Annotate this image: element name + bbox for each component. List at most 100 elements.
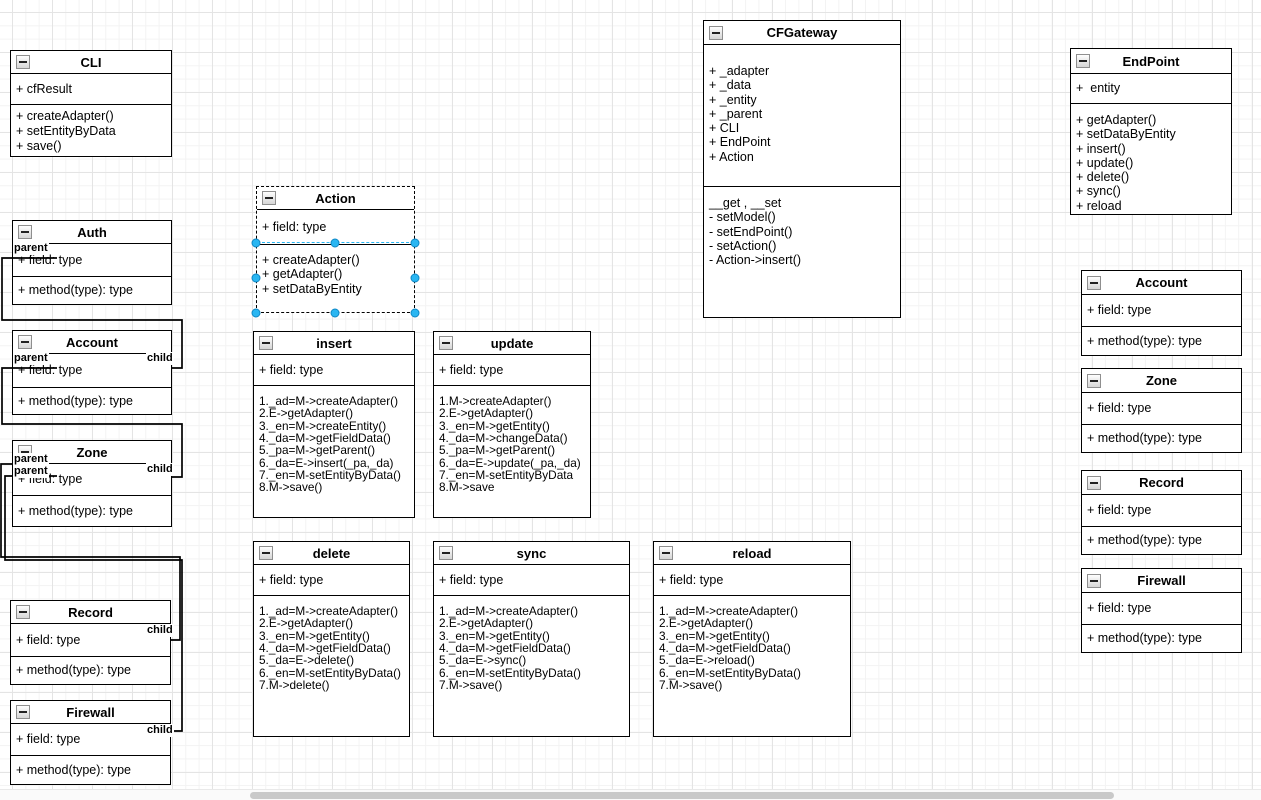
collapse-icon[interactable] [262, 191, 276, 205]
edge-label-child[interactable]: child [146, 352, 174, 365]
step-row: 1._ad=M->createAdapter() [659, 604, 799, 618]
method-row: + save() [16, 139, 62, 153]
edge-label-parent[interactable]: parent [13, 352, 49, 365]
class-box-zone-right[interactable]: Zone + field: type + method(type): type [1081, 368, 1242, 453]
collapse-icon[interactable] [1087, 573, 1101, 588]
edge-label-parent[interactable]: parent [13, 465, 49, 478]
class-box-insert[interactable]: insert + field: type 1._ad=M->createAdap… [253, 331, 415, 518]
class-title: Account [1135, 275, 1188, 290]
class-box-cfgateway[interactable]: CFGateway + _adapter+ _data+ _entity+ _p… [703, 20, 901, 318]
class-box-record-right[interactable]: Record + field: type + method(type): typ… [1081, 470, 1242, 555]
attribute-row: + _data [709, 78, 752, 93]
edge-label-child[interactable]: child [146, 463, 174, 476]
class-title: insert [316, 335, 352, 351]
method-row: + method(type): type [16, 663, 131, 677]
class-title: Action [315, 190, 356, 206]
attributes-compartment: + field: type [434, 565, 629, 595]
class-box-account-right[interactable]: Account + field: type + method(type): ty… [1081, 270, 1242, 356]
step-row: 3._en=M->getEntity() [259, 628, 370, 643]
step-row: 6._en=M-setEntityByData() [659, 665, 801, 680]
step-row: 8.M->save() [259, 480, 323, 495]
scrollbar-thumb[interactable] [250, 792, 1114, 799]
collapse-icon[interactable] [18, 225, 32, 239]
collapse-icon[interactable] [1087, 475, 1101, 490]
class-box-firewall-left[interactable]: Firewall + field: type + method(type): t… [10, 700, 171, 785]
edge-label-child[interactable]: child [146, 624, 174, 637]
collapse-icon[interactable] [259, 336, 273, 350]
attributes-compartment: + entity [1071, 74, 1231, 103]
step-row: 4._da=M->getFieldData() [439, 641, 571, 656]
methods-compartment[interactable]: + createAdapter()+ getAdapter()+ setData… [257, 244, 414, 312]
attribute-row: + field: type [259, 362, 324, 377]
class-title: CFGateway [766, 25, 838, 40]
horizontal-scrollbar[interactable] [0, 789, 1261, 800]
attributes-compartment: + field: type [1082, 393, 1241, 424]
collapse-icon[interactable] [16, 605, 30, 619]
class-title: Zone [1145, 373, 1178, 388]
class-box-endpoint[interactable]: EndPoint + entity + getAdapter()+ setDat… [1070, 48, 1232, 215]
class-box-action[interactable]: Action + field: type + createAdapter()+ … [256, 186, 415, 313]
step-row: 3._en=M->getEntity() [659, 628, 770, 643]
step-row: 4._da=M->getFieldData() [259, 431, 391, 446]
method-row: - setEndPoint() [709, 224, 793, 239]
selection-handle[interactable] [410, 273, 420, 283]
class-box-record-left[interactable]: Record + field: type + method(type): typ… [10, 600, 171, 685]
method-row: + update() [1076, 155, 1134, 170]
selection-handle[interactable] [330, 308, 340, 318]
class-title: CLI [80, 54, 102, 70]
step-row: 1._ad=M->createAdapter() [439, 604, 579, 618]
collapse-icon[interactable] [16, 705, 30, 719]
method-row: + method(type): type [18, 503, 133, 518]
edge-label-child[interactable]: child [146, 724, 174, 737]
collapse-icon[interactable] [259, 546, 273, 560]
selection-handle[interactable] [251, 238, 261, 248]
collapse-icon[interactable] [1087, 373, 1101, 388]
collapse-icon[interactable] [659, 546, 673, 560]
collapse-icon[interactable] [1076, 54, 1090, 68]
class-title: Auth [77, 224, 107, 240]
selection-handle[interactable] [251, 273, 261, 283]
selection-handle[interactable] [410, 308, 420, 318]
collapse-icon[interactable] [18, 335, 32, 349]
step-row: 3._en=M->getEntity() [439, 418, 550, 433]
methods-compartment: + method(type): type [11, 755, 170, 784]
step-row: 5._da=E->reload() [659, 653, 755, 668]
edge-label-parent[interactable]: parent [13, 242, 49, 255]
attribute-row: + _entity [709, 92, 757, 107]
method-row: + method(type): type [1087, 533, 1202, 547]
methods-compartment: + method(type): type [11, 656, 170, 684]
step-row: 6._en=M-setEntityByData() [259, 665, 401, 680]
attribute-row: + field: type [1087, 503, 1152, 517]
attribute-row: + EndPoint [709, 135, 771, 150]
selection-handle[interactable] [410, 238, 420, 248]
collapse-icon[interactable] [709, 25, 723, 40]
step-row: 2.E->getAdapter() [659, 616, 754, 631]
collapse-icon[interactable] [1087, 275, 1101, 290]
class-box-account-left[interactable]: Account + field: type + method(type): ty… [12, 330, 172, 415]
selection-handle[interactable] [251, 308, 261, 318]
method-row: + method(type): type [16, 762, 131, 777]
class-box-firewall-right[interactable]: Firewall + field: type + method(type): t… [1081, 568, 1242, 653]
class-box-reload[interactable]: reload + field: type 1._ad=M->createAdap… [653, 541, 851, 737]
method-row: - Action->insert() [709, 253, 802, 268]
class-box-auth[interactable]: Auth + field: type + method(type): type [12, 220, 172, 305]
collapse-icon[interactable] [439, 546, 453, 560]
attributes-compartment: + _adapter+ _data+ _entity+ _parent+ CLI… [704, 45, 900, 186]
class-box-update[interactable]: update + field: type 1.M->createAdapter(… [433, 331, 591, 518]
attributes-compartment: + field: type [654, 565, 850, 595]
class-box-sync[interactable]: sync + field: type 1._ad=M->createAdapte… [433, 541, 630, 737]
methods-compartment: + method(type): type [13, 276, 171, 304]
method-row: + setEntityByData [16, 124, 116, 138]
selection-handle[interactable] [330, 238, 340, 248]
class-box-delete[interactable]: delete + field: type 1._ad=M->createAdap… [253, 541, 410, 737]
attributes-compartment: + field: type [11, 724, 170, 755]
attribute-row: + field: type [262, 219, 327, 234]
collapse-icon[interactable] [439, 336, 453, 350]
step-row: 4._da=M->getFieldData() [659, 641, 791, 656]
collapse-icon[interactable] [16, 55, 30, 69]
class-box-cli[interactable]: CLI + cfResult + createAdapter()+ setEnt… [10, 50, 172, 157]
step-row: 1._ad=M->createAdapter() [259, 604, 399, 618]
methods-compartment: + method(type): type [13, 387, 171, 414]
attribute-row: + field: type [439, 362, 504, 377]
